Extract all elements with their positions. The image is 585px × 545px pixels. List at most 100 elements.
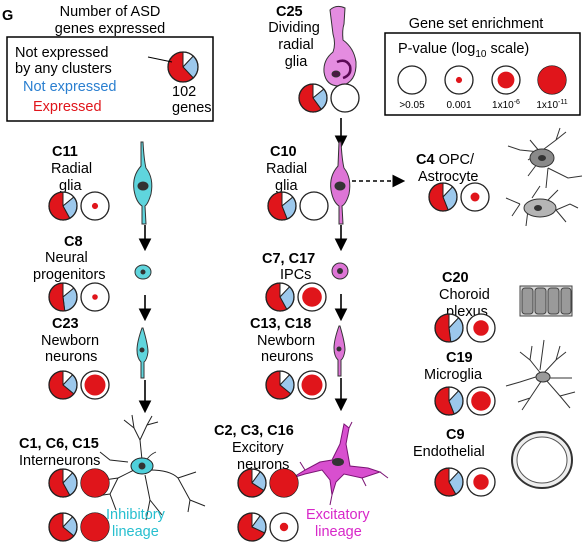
enrichment-level-2 — [444, 65, 474, 95]
c7-asd-pie-outline — [265, 282, 295, 312]
c2-name-1: Excitory — [232, 440, 284, 456]
c25-name-1: Dividing — [268, 20, 320, 36]
inhibitory-lineage-1: Inhibitory — [106, 507, 166, 523]
exc-enrichment-circle — [269, 512, 299, 542]
enrichment-level-label-1: >0.05 — [399, 100, 425, 111]
enrichment-level-label-2: 0.001 — [446, 100, 471, 111]
c19-enrichment-circle-dot — [471, 391, 491, 411]
enrichment-scale-tail: scale) — [487, 41, 530, 57]
enrichment-legend-box — [384, 32, 581, 116]
inhibitory-lineage-2: lineage — [112, 524, 159, 540]
c8-asd-pie-slice-expressed — [48, 282, 66, 312]
asd-legend-pie — [167, 51, 199, 83]
c20-asd-pie — [434, 313, 464, 343]
enrichment-level-label-3: 1x10-6 — [492, 99, 520, 111]
enrichment-scale-text: P-value (log — [398, 41, 475, 57]
radial-glia-cell-cyan — [133, 141, 153, 225]
c8-asd-pie-outline — [48, 282, 78, 312]
c10-name-2: glia — [275, 178, 299, 194]
enrichment-levels: >0.05 0.001 1x10-6 1x10-11 — [397, 65, 568, 111]
asd-legend-none-line2: by any clusters — [15, 61, 112, 77]
c25-id: C25 — [276, 4, 303, 20]
excitatory-lineage-2: lineage — [315, 524, 362, 540]
opc-astrocyte-cells — [505, 127, 583, 227]
c4-id: C4 — [416, 152, 435, 168]
c20-id: C20 — [442, 270, 469, 286]
c2-enrichment-circle — [269, 468, 299, 498]
c10-id: C10 — [270, 144, 297, 160]
c2-enrichment-circle-dot — [270, 469, 298, 497]
c4-name-2: Astrocyte — [418, 169, 478, 185]
cluster-glyphs — [48, 83, 496, 542]
c13-asd-pie-outline — [265, 370, 295, 400]
exc-asd-pie-outline — [237, 512, 267, 542]
c4-asd-pie — [428, 182, 458, 212]
c19-asd-pie — [434, 386, 464, 416]
c1-enrichment-circle — [80, 468, 110, 498]
c13-enrichment-circle-dot — [301, 374, 323, 396]
c23-name-1: Newborn — [41, 333, 99, 349]
cell-illustrations — [95, 5, 583, 521]
microglia-cell — [505, 339, 576, 411]
enrichment-level-1-ring — [397, 65, 427, 95]
c23-enrichment-circle — [80, 370, 110, 400]
c9-enrichment-circle-dot — [473, 474, 489, 490]
c10-asd-pie-outline — [267, 191, 297, 221]
c1-name-1: Interneurons — [19, 453, 100, 469]
c23-asd-pie-outline — [48, 370, 78, 400]
c8-id: C8 — [64, 234, 83, 250]
c9-name-1: Endothelial — [413, 444, 485, 460]
c7-enrichment-circle-dot — [302, 287, 322, 307]
c25-enrichment-circle-ring — [330, 83, 360, 113]
enrichment-legend-title: Gene set enrichment — [409, 16, 544, 32]
exc-enrichment-circle-dot — [279, 522, 289, 532]
legend-pie-outline — [167, 51, 199, 83]
c10-enrichment-circle-ring — [299, 191, 329, 221]
c11-enrichment-circle-dot — [91, 202, 99, 210]
c13-asd-pie — [265, 370, 295, 400]
c13-enrichment-circle — [297, 370, 327, 400]
c9-enrichment-circle — [466, 467, 496, 497]
c7-asd-pie — [265, 282, 295, 312]
enrichment-level-label-4: 1x10-11 — [536, 99, 567, 111]
c20-asd-pie-outline — [434, 313, 464, 343]
lineage-arrows — [138, 118, 406, 414]
endothelial-cell — [511, 431, 573, 489]
c4-label-line1: C4 OPC/ — [416, 152, 475, 168]
c8-name-2: progenitors — [33, 267, 106, 283]
c9-asd-pie-outline — [434, 467, 464, 497]
c25-name-2: radial — [278, 37, 313, 53]
enrichment-level-3 — [491, 65, 521, 95]
choroid-plexus-cells — [519, 285, 573, 317]
c20-name-1: Choroid — [439, 287, 490, 303]
c1-asd-pie — [48, 468, 78, 498]
c4-asd-pie-outline — [428, 182, 458, 212]
enrichment-legend: Gene set enrichment P-value (log10 scale… — [384, 16, 581, 116]
asd-legend-count-unit: genes — [172, 100, 212, 116]
enrichment-level-3-dot — [497, 71, 515, 89]
c7-name-1: IPCs — [280, 267, 311, 283]
c23-asd-pie — [48, 370, 78, 400]
enrichment-level-1 — [397, 65, 427, 95]
radial-glia-cell-magenta — [330, 141, 351, 225]
c8-enrichment-circle — [80, 282, 110, 312]
c2-asd-pie-outline — [237, 468, 267, 498]
c8-enrichment-circle-dot — [92, 294, 98, 300]
c7-id: C7, C17 — [262, 251, 315, 267]
c11-id: C11 — [52, 144, 78, 160]
c25-asd-pie-outline — [298, 83, 328, 113]
enrichment-scale-sub: 10 — [475, 49, 487, 60]
c11-asd-pie-outline — [48, 191, 78, 221]
asd-legend-box — [6, 36, 214, 122]
asd-legend-title-line2: genes expressed — [55, 21, 165, 37]
c11-name-1: Radial — [51, 161, 92, 177]
c10-name-1: Radial — [266, 161, 307, 177]
c13-name-1: Newborn — [257, 333, 315, 349]
c9-id: C9 — [446, 427, 465, 443]
c19-id: C19 — [446, 350, 473, 366]
c1-enrichment-circle-dot — [81, 469, 109, 497]
c20-enrichment-circle — [466, 313, 496, 343]
c8-name-1: Neural — [45, 250, 88, 266]
c23-enrichment-circle-dot — [84, 374, 106, 396]
